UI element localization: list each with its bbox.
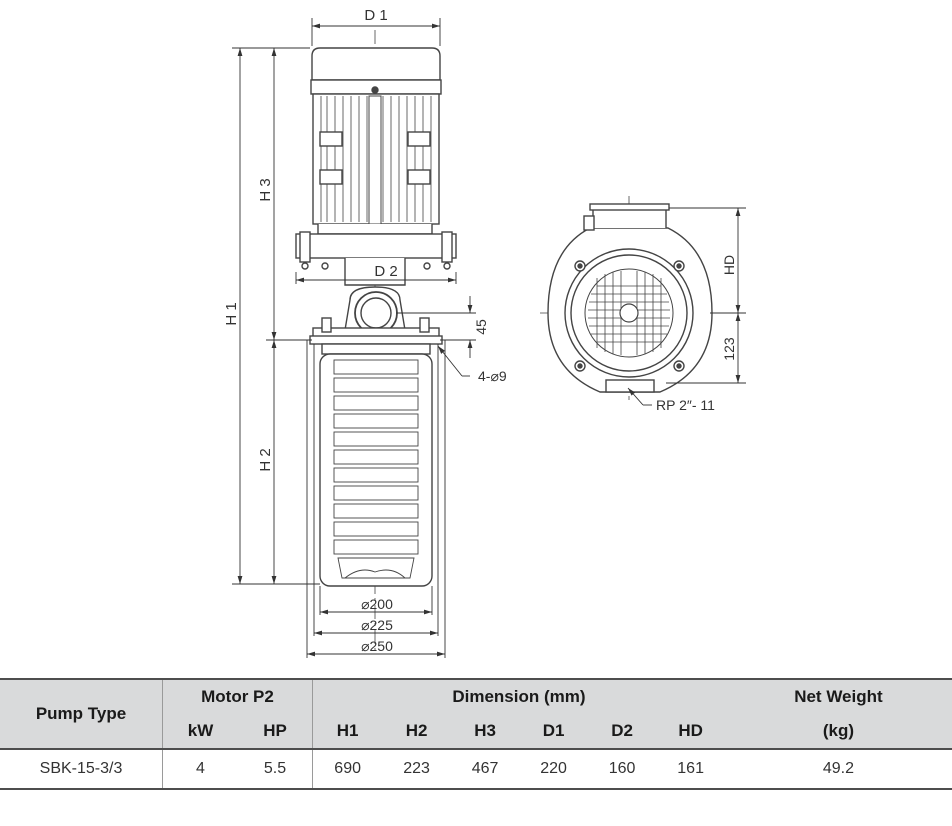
hd-label: HD [721, 255, 737, 275]
side-view-dimensions [232, 18, 476, 658]
top-view-dimensions [627, 207, 746, 406]
header-hd: HD [656, 714, 725, 749]
h2-label: H 2 [257, 448, 274, 471]
dia-250-label: ⌀250 [361, 638, 393, 654]
cell-hd: 161 [656, 749, 725, 790]
fan-grille [588, 271, 670, 355]
cell-h2: 223 [382, 749, 451, 790]
cell-h3: 467 [450, 749, 520, 790]
dim-123-label: 123 [721, 337, 737, 361]
header-h3: H3 [450, 714, 520, 749]
cell-hp: 5.5 [238, 749, 313, 790]
pump-stages [333, 359, 419, 579]
pump-side-view [295, 30, 457, 650]
h3-label: H 3 [257, 178, 274, 201]
outlet-thread-label: RP 2″- 11 [656, 397, 715, 413]
dia-225-label: ⌀225 [361, 617, 393, 633]
header-h2: H2 [382, 714, 451, 749]
header-pump-type: Pump Type [0, 679, 163, 749]
pump-spec-table: Pump Type Motor P2 Dimension (mm) Net We… [0, 678, 952, 790]
cell-d2: 160 [587, 749, 657, 790]
header-net-weight: Net Weight [724, 679, 952, 714]
cell-weight: 49.2 [724, 749, 952, 790]
d1-label: D 1 [364, 7, 387, 24]
dim-45-label: 45 [473, 319, 489, 335]
dia-200-label: ⌀200 [361, 596, 393, 612]
header-kw: kW [162, 714, 238, 749]
header-dimension: Dimension (mm) [311, 679, 725, 714]
cell-kw: 4 [162, 749, 238, 790]
header-h1: H1 [312, 714, 383, 749]
cell-h1: 690 [312, 749, 383, 790]
table-row: SBK-15-3/3 4 5.5 690 223 467 220 160 161… [0, 749, 952, 790]
header-kg: (kg) [724, 714, 952, 749]
header-hp: HP [238, 714, 313, 749]
motor-cooling-fins [320, 96, 432, 222]
holes-label: 4-⌀9 [478, 368, 507, 384]
cell-pump-type: SBK-15-3/3 [0, 749, 163, 790]
header-d2: D2 [587, 714, 657, 749]
cell-d1: 220 [519, 749, 588, 790]
header-d1: D1 [519, 714, 588, 749]
h1-label: H 1 [223, 302, 240, 325]
header-motor-p2: Motor P2 [162, 679, 313, 714]
pump-dimension-drawing: D 1 D 2 H 1 H 3 H 2 45 4-⌀9 ⌀200 ⌀225 ⌀2… [223, 7, 746, 658]
pump-top-view [540, 196, 720, 400]
d2-label: D 2 [374, 263, 397, 280]
